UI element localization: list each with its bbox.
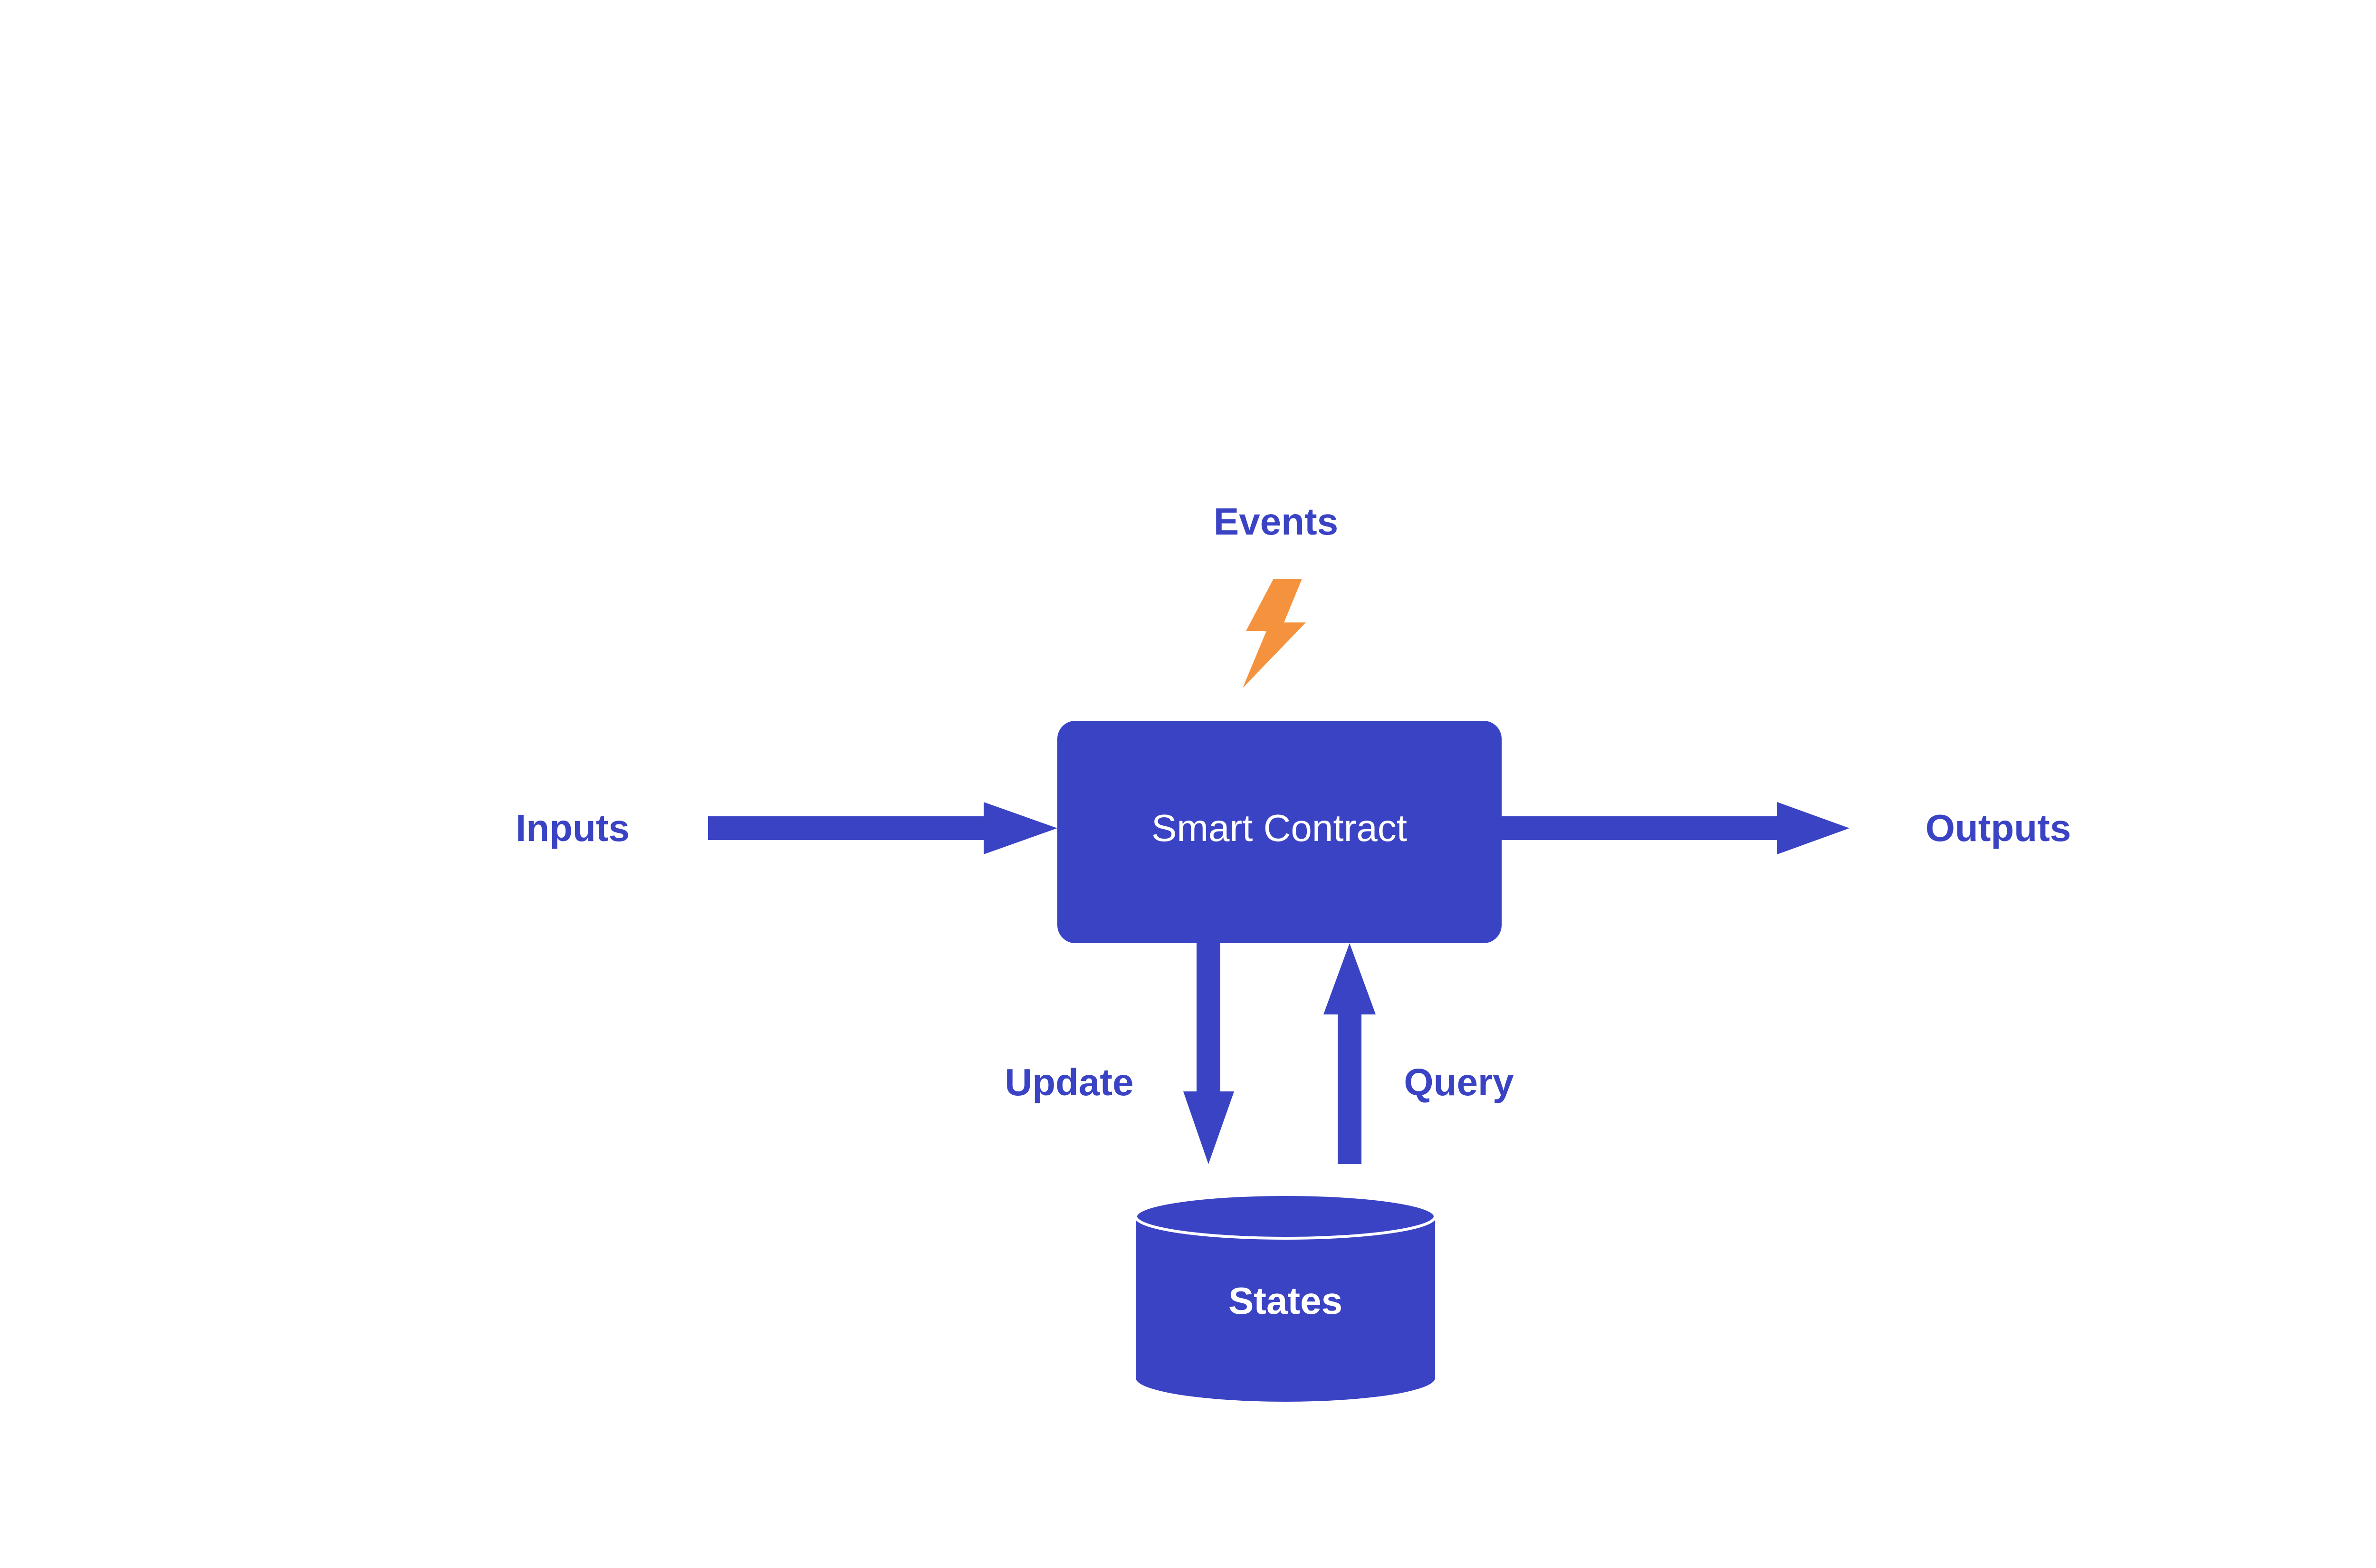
outputs-label: Outputs [1926,807,2071,849]
states-label: States [1228,1280,1342,1322]
smart-contract-node: Smart Contract [1057,721,1502,943]
events-label: Events [1214,500,1338,543]
states-database: States [1134,1193,1437,1402]
update-label: Update [1005,1061,1133,1103]
database-top [1134,1193,1437,1240]
database-cylinder-icon [1136,1216,1435,1402]
smart-contract-box [1057,721,1502,943]
query-arrow [1323,943,1376,1164]
inputs-to-contract-arrow [708,802,1057,854]
inputs-label: Inputs [516,807,630,849]
query-label: Query [1404,1061,1514,1103]
update-arrow [1183,943,1234,1164]
contract-to-outputs-arrow [1502,802,1849,854]
smart-contract-label: Smart Contract [1151,807,1407,849]
lightning-bolt-icon [1243,579,1306,688]
